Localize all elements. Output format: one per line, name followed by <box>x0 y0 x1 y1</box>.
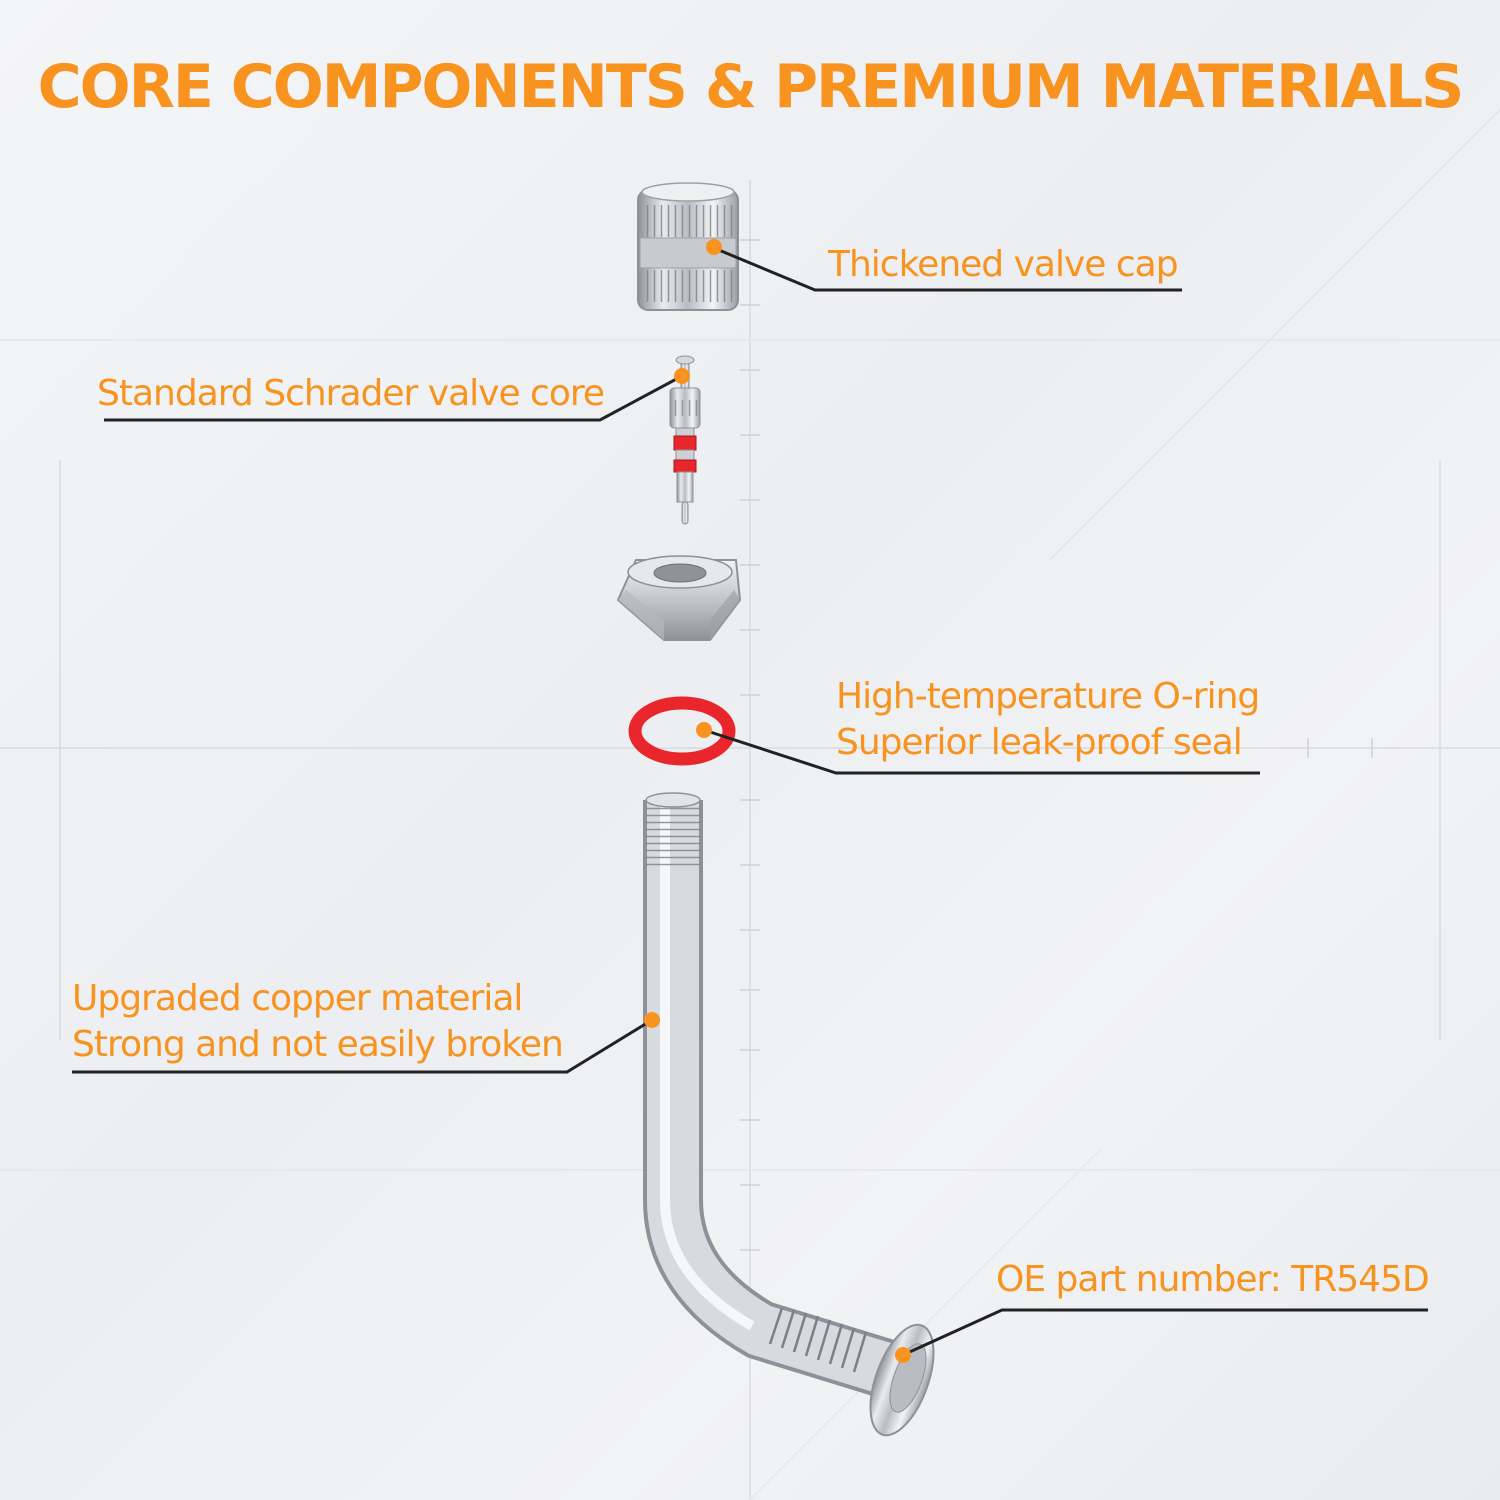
callout-text-line-2: Superior leak-proof seal <box>836 722 1243 763</box>
valve-cap-illustration <box>637 182 739 311</box>
dot-stem <box>644 1012 660 1028</box>
dot-o-ring <box>696 722 712 738</box>
callout-part-number: OE part number: TR545D <box>996 1257 1430 1303</box>
leader-stem <box>72 1018 653 1074</box>
callout-valve-cap: Thickened valve cap <box>828 242 1179 288</box>
callout-text-line-1: Upgraded copper material <box>72 978 523 1019</box>
callout-text: Thickened valve cap <box>828 244 1179 285</box>
hex-nut-illustration <box>616 555 742 641</box>
callout-text-line-2: Strong and not easily broken <box>72 1024 564 1065</box>
leader-valve-cap <box>713 246 1182 292</box>
leader-lines <box>72 246 1428 1357</box>
page-title: CORE COMPONENTS & PREMIUM MATERIALS <box>37 52 1465 122</box>
leader-o-ring <box>703 728 1260 775</box>
leader-valve-core <box>104 374 683 422</box>
o-ring-illustration <box>628 696 736 766</box>
callout-text: Standard Schrader valve core <box>97 373 605 414</box>
callout-text-line-1: High-temperature O-ring <box>836 676 1260 717</box>
dot-valve-cap <box>706 239 722 255</box>
dot-part-number <box>895 1347 911 1363</box>
anchor-dots <box>644 239 911 1363</box>
dot-valve-core <box>674 368 690 384</box>
callout-text: OE part number: TR545D <box>996 1259 1430 1300</box>
leader-part-number <box>902 1308 1428 1357</box>
callout-o-ring: High-temperature O-ring Superior leak-pr… <box>836 674 1260 766</box>
background-guides <box>0 109 1500 1500</box>
valve-core-illustration <box>669 355 701 525</box>
valve-stem-illustration <box>643 792 935 1437</box>
callout-stem: Upgraded copper material Strong and not … <box>72 976 564 1068</box>
callout-valve-core: Standard Schrader valve core <box>97 371 605 417</box>
